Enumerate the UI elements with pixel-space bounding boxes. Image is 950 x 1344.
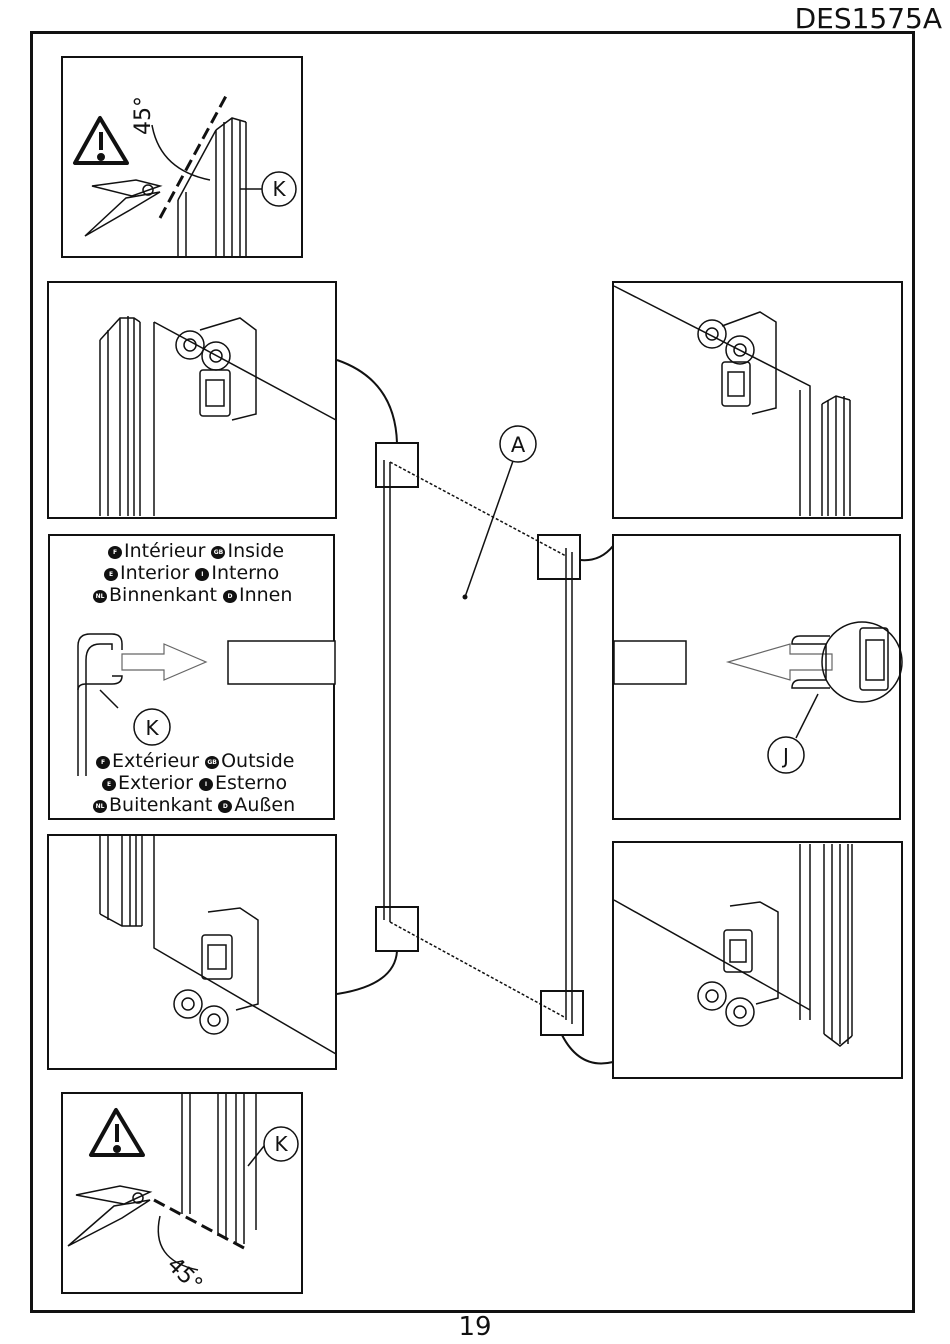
glass-edge-left xyxy=(227,640,336,685)
detail-box-top-right xyxy=(537,534,581,580)
seal-j-section xyxy=(791,621,903,703)
angle-label-top: 45° xyxy=(131,96,156,135)
callout-a xyxy=(499,425,537,463)
lang-badge-gb: GB xyxy=(205,756,220,769)
profile-k-section xyxy=(77,633,123,776)
outside-label-es: Exterior xyxy=(118,772,193,794)
detail-bottom-right-panel xyxy=(612,841,903,1079)
cut-line-bottom xyxy=(153,1198,245,1250)
callout-a-label: A xyxy=(511,433,526,457)
lang-badge-d: D xyxy=(218,800,233,813)
outside-label-de: Außen xyxy=(234,794,296,816)
glass-edge-right xyxy=(613,640,687,685)
inside-label-fr: Intérieur xyxy=(124,540,206,562)
lang-badge-i: I xyxy=(195,568,210,581)
inside-label-nl: Binnenkant xyxy=(109,584,217,606)
top-warning-panel xyxy=(61,56,303,258)
arrow-left-inside xyxy=(725,643,833,681)
leader-curves xyxy=(336,359,614,1065)
detail-top-left-drawing xyxy=(99,316,337,516)
callout-k-top-label: K xyxy=(272,177,286,201)
door-assembly xyxy=(383,460,573,1024)
angle-arc-bottom xyxy=(157,1215,199,1271)
detail-top-right-drawing xyxy=(613,285,851,516)
cut-line-top xyxy=(158,95,228,219)
lang-badge-f: F xyxy=(108,546,122,559)
lang-badge-gb: GB xyxy=(211,546,226,559)
angle-label-bottom: 45° xyxy=(162,1253,207,1298)
arrow-right-inside xyxy=(121,643,208,681)
bottom-warning-panel xyxy=(61,1092,303,1294)
callout-k-top xyxy=(261,171,297,207)
cutting-pliers-top xyxy=(84,179,163,237)
page-number: 19 xyxy=(458,1312,492,1342)
detail-box-bottom-right xyxy=(540,990,584,1036)
seal-j-panel xyxy=(612,534,901,820)
cutting-pliers-bottom xyxy=(67,1185,153,1247)
warning-icon-bottom xyxy=(89,1108,145,1157)
detail-bottom-left-drawing xyxy=(99,836,337,1055)
outside-label-nl: Buitenkant xyxy=(109,794,213,816)
lang-badge-i: I xyxy=(198,778,213,791)
lang-badge-f: F xyxy=(96,756,110,769)
inside-label-de: Innen xyxy=(238,584,293,606)
inside-label-it: Interno xyxy=(211,562,280,584)
detail-box-bottom-left xyxy=(375,906,419,952)
lang-badge-nl: NL xyxy=(93,590,107,603)
lang-badge-e: E xyxy=(102,778,116,791)
inside-label-gb: Inside xyxy=(227,540,285,562)
warning-icon-top xyxy=(73,116,129,165)
lang-badge-nl: NL xyxy=(93,800,107,813)
callout-k-middle xyxy=(133,708,171,746)
inside-label-es: Interior xyxy=(120,562,190,584)
callout-j xyxy=(767,736,805,774)
outside-label-fr: Extérieur xyxy=(112,750,200,772)
callout-j-label: J xyxy=(781,744,789,768)
outside-label-gb: Outside xyxy=(221,750,295,772)
lang-badge-e: E xyxy=(104,568,118,581)
gasket-profile-bottom xyxy=(181,1094,257,1244)
callout-k-bottom-label: K xyxy=(274,1132,288,1156)
angle-arc-top xyxy=(151,124,211,181)
lang-badge-d: D xyxy=(222,590,237,603)
callout-k-bottom xyxy=(263,1126,299,1162)
detail-boxes xyxy=(375,442,584,1036)
detail-bottom-right-drawing xyxy=(613,844,853,1047)
outside-label-it: Esterno xyxy=(214,772,288,794)
gasket-profile-top xyxy=(177,117,247,256)
detail-top-left-panel xyxy=(47,281,337,519)
document-code: DES1575A xyxy=(794,2,942,35)
detail-top-right-panel xyxy=(612,281,903,519)
callout-k-middle-label: K xyxy=(145,716,159,740)
detail-bottom-left-panel xyxy=(47,834,337,1070)
page-frame xyxy=(30,31,915,1313)
